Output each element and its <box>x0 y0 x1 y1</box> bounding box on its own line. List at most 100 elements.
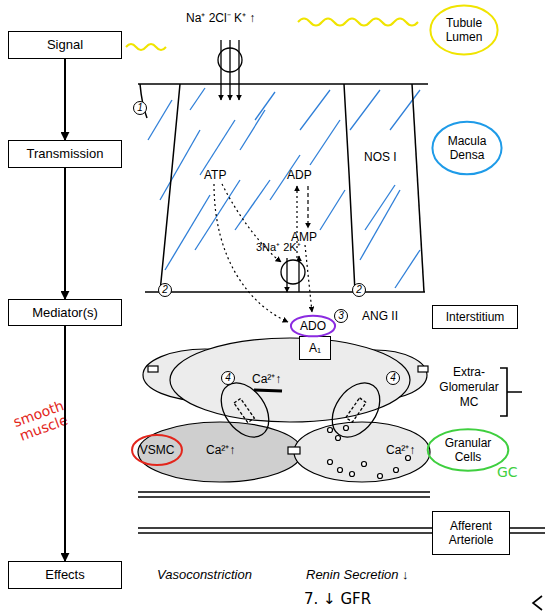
handwritten-note: 7. ↓ GFR <box>304 592 371 606</box>
cell-hatching <box>148 88 420 288</box>
channel-symbol <box>211 374 389 446</box>
cell-hatching-part <box>165 195 210 270</box>
process-box: Transmission <box>8 140 122 168</box>
channel-symbol-part <box>234 398 254 422</box>
callout-number: 4 <box>221 371 235 385</box>
arteriole-wall-part <box>138 491 430 492</box>
ion-label: Ca²⁺↑ <box>252 372 281 386</box>
node-text: Macula Densa <box>442 134 492 162</box>
node-text: ADO <box>300 319 326 333</box>
node-text: Signal <box>47 38 83 52</box>
cell-hatching-part <box>255 92 275 120</box>
annotation-circle: VSMC <box>131 434 183 466</box>
node-text: Tubule Lumen <box>439 16 489 44</box>
cotransporter-symbol-part <box>220 40 221 100</box>
hand-annotation-part <box>500 368 522 416</box>
hand-annotation-part <box>126 44 166 50</box>
callout-number: 1 <box>133 101 147 115</box>
callout-number: 2 <box>158 283 172 297</box>
callout-number: 2 <box>352 283 366 297</box>
node-text: A₁ <box>309 341 321 355</box>
mesangial-cells-part <box>148 366 158 372</box>
arteriole-cells-part <box>350 472 355 477</box>
ellipse-outline-shape <box>291 316 335 337</box>
arteriole-cells-part <box>394 468 399 473</box>
arteriole-cells-part <box>338 468 343 473</box>
mesangial-cells-part <box>170 338 410 422</box>
ion-label: Ca²⁺↑ <box>206 443 235 457</box>
annotation-circle: Macula Densa <box>431 120 503 176</box>
receptor-box: A₁ <box>299 336 331 360</box>
hand-annotation <box>126 19 542 611</box>
process-box: Mediator(s) <box>8 299 122 326</box>
node-text: Interstitium <box>446 310 505 324</box>
node-text: Transmission <box>27 147 104 161</box>
annotation-circle: ADO <box>290 315 336 337</box>
cell-membrane-part <box>412 84 424 292</box>
handwritten-note: GC <box>497 465 518 479</box>
arteriole-cells-part <box>294 422 430 482</box>
mesangial-cells-part <box>418 366 428 372</box>
molecule-label: AMP <box>291 230 317 244</box>
node-text: Afferent Arteriole <box>441 519 501 547</box>
flow-arrow <box>64 59 66 140</box>
flow-arrow <box>64 326 66 561</box>
cell-hatching-part <box>160 130 200 200</box>
pump-symbol <box>281 256 305 292</box>
channel-symbol-part <box>346 398 366 422</box>
cotransporter-symbol <box>218 40 242 100</box>
ellipse-outline-shape <box>132 435 182 465</box>
cell-membrane-part <box>145 291 425 293</box>
cell-hatching-part <box>235 180 270 230</box>
node-text: VSMC <box>140 443 175 457</box>
ion-label: Ca²⁺↑ <box>386 443 415 457</box>
cotransporter-symbol-part <box>229 40 230 100</box>
effect-label: Renin Secretion ↓ <box>306 568 409 582</box>
cell-membrane-part <box>344 84 355 292</box>
node-text: Granular Cells <box>438 436 498 464</box>
cell-hatching-part <box>200 120 235 175</box>
channel-symbol-part <box>254 390 282 391</box>
pump-symbol-part <box>286 258 287 292</box>
cell-hatching-part <box>190 88 205 110</box>
cell-hatching-part <box>195 180 240 250</box>
cell-hatching-part <box>390 90 420 130</box>
arteriole-cells-part <box>344 426 349 431</box>
process-box: Signal <box>8 31 122 59</box>
mesangial-cells <box>143 338 428 422</box>
enzyme-label: NOS I <box>364 150 397 164</box>
arteriole-cells-part <box>328 460 333 465</box>
arteriole-cells-part <box>378 474 383 479</box>
region-box: Afferent Arteriole <box>432 511 510 555</box>
ellipse-outline-shape <box>430 6 497 55</box>
arteriole-cells-part <box>328 428 333 433</box>
cell-hatching-part <box>360 190 400 260</box>
metabolite-arrows-part <box>307 186 308 228</box>
arteriole-cells-part <box>138 422 302 482</box>
process-box: Effects <box>8 561 122 589</box>
ellipse-outline-shape <box>428 429 509 470</box>
node-text: Mediator(s) <box>32 306 98 320</box>
pump-symbol-part <box>298 256 299 292</box>
cotransporter-symbol-part <box>238 40 239 100</box>
cell-hatching-part <box>240 110 265 150</box>
pump-symbol-part <box>281 260 305 284</box>
ellipse-outline-shape <box>432 122 501 175</box>
hand-annotation-part <box>533 596 542 610</box>
hormone-label: ANG II <box>362 309 398 323</box>
cell-hatching-part <box>310 120 340 165</box>
cell-hatching-part <box>320 190 345 230</box>
cell-hatching-part <box>365 185 395 230</box>
molecule-label: ADP <box>287 168 312 182</box>
arteriole-wall-part <box>138 496 430 497</box>
metabolite-arrows <box>214 184 312 322</box>
flow-arrow <box>64 168 66 299</box>
cell-hatching-part <box>148 100 172 140</box>
cell-membrane-part <box>138 83 428 85</box>
cell-membrane <box>138 84 428 292</box>
node-text: Effects <box>45 568 85 582</box>
hand-annotation-part <box>298 19 418 26</box>
arteriole-cells-part <box>336 436 341 441</box>
